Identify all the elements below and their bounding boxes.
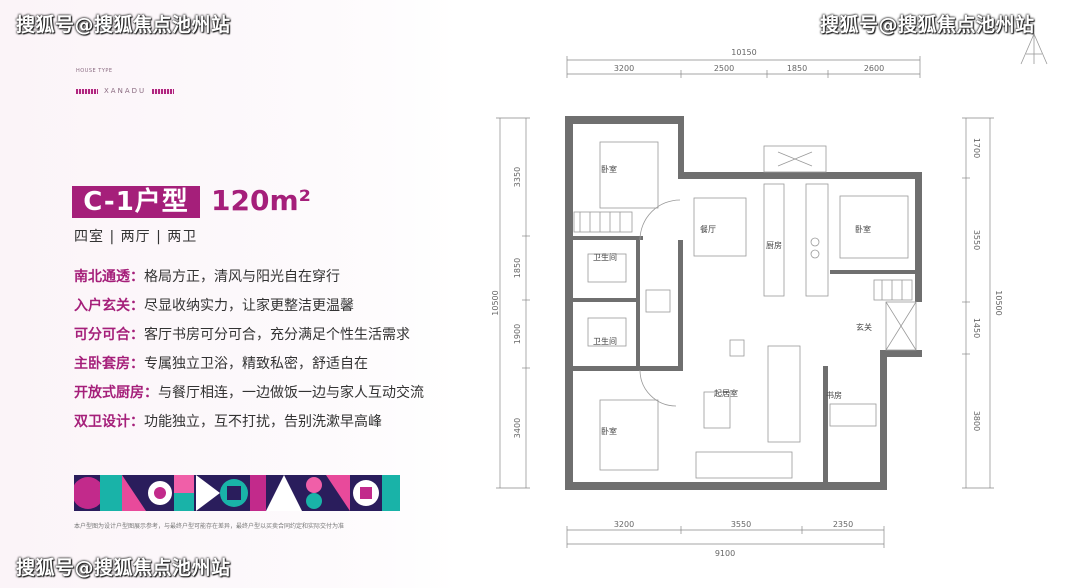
dim-top-segment: 2500: [714, 64, 734, 73]
unit-type-label: C-1户型: [72, 186, 200, 218]
room-label-kitchen: 厨房: [766, 240, 782, 250]
feature-text: 尽显收纳实力，让家更整洁更温馨: [144, 298, 354, 314]
unit-area: 120m²: [211, 184, 311, 217]
dim-bottom-segment: 3550: [731, 520, 751, 529]
dim-bottom-segment: 3200: [614, 520, 634, 529]
dim-left-total: 10500: [491, 290, 500, 315]
brand-row: XANADU: [76, 86, 175, 96]
dim-left-segment: 3400: [513, 418, 522, 438]
room-label-bedroom: 卧室: [855, 224, 871, 234]
feature-key: 入户玄关：: [74, 298, 144, 314]
feature-item: 主卧套房：专属独立卫浴，精致私密，舒适自在: [74, 353, 424, 382]
room-label-bathroom: 卫生间: [593, 252, 617, 262]
feature-text: 功能独立，互不打扰，告别洗漱早高峰: [144, 414, 382, 430]
room-label-study: 书房: [826, 390, 842, 400]
dim-top-segment: 1850: [787, 64, 807, 73]
room-label-living: 起居室: [714, 388, 738, 398]
feature-item: 开放式厨房：与餐厅相连，一边做饭一边与家人互动交流: [74, 382, 424, 411]
disclaimer-text: 本户型图为设计户型图展示参考，与最终户型可能存在差异，最终户型以买卖合同约定和实…: [74, 523, 345, 530]
dim-bottom-segment: 2350: [833, 520, 853, 529]
dim-right-segment: 1450: [972, 318, 981, 338]
room-label-bedroom: 卧室: [601, 164, 617, 174]
watermark-bottom-left: 搜狐号@搜狐焦点池州站: [16, 557, 231, 579]
dim-right-total: 10500: [994, 290, 1003, 315]
feature-key: 南北通透：: [74, 269, 144, 285]
brand-bar-right: [152, 88, 175, 94]
feature-key: 主卧套房：: [74, 356, 144, 372]
feature-item: 南北通透：格局方正，清风与阳光自在穿行: [74, 266, 424, 295]
dim-bottom-total: 9100: [715, 549, 735, 558]
dim-left-segment: 1900: [513, 324, 522, 344]
feature-key: 双卫设计：: [74, 414, 144, 430]
feature-list: 南北通透：格局方正，清风与阳光自在穿行 入户玄关：尽显收纳实力，让家更整洁更温馨…: [74, 266, 424, 440]
feature-text: 专属独立卫浴，精致私密，舒适自在: [144, 356, 368, 372]
feature-text: 格局方正，清风与阳光自在穿行: [144, 269, 340, 285]
brand-name: XANADU: [104, 87, 147, 95]
room-label-entrance: 玄关: [856, 322, 872, 332]
feature-key: 开放式厨房：: [74, 385, 158, 401]
feature-item: 入户玄关：尽显收纳实力，让家更整洁更温馨: [74, 295, 424, 324]
feature-item: 双卫设计：功能独立，互不打扰，告别洗漱早高峰: [74, 411, 424, 440]
feature-text: 与餐厅相连，一边做饭一边与家人互动交流: [158, 385, 424, 401]
dim-top-total: 10150: [731, 48, 756, 57]
dim-left-segment: 1850: [513, 258, 522, 278]
dim-right-segment: 1700: [972, 138, 981, 158]
feature-text: 客厅书房可分可合，充分满足个性生活需求: [144, 327, 410, 343]
dim-right-segment: 3800: [972, 411, 981, 431]
watermark-top-left: 搜狐号@搜狐焦点池州站: [16, 14, 231, 36]
unit-room-summary: 四室 | 两厅 | 两卫: [74, 229, 198, 245]
watermark-top-right: 搜狐号@搜狐焦点池州站: [820, 14, 1035, 36]
room-label-dining: 餐厅: [700, 225, 716, 234]
room-label-bedroom: 卧室: [601, 426, 617, 436]
dim-top-segment: 3200: [614, 64, 634, 73]
dim-top-segment: 2600: [864, 64, 884, 73]
dim-left-segment: 3350: [513, 167, 522, 187]
decorative-pattern-strip: [74, 475, 400, 511]
feature-item: 可分可合：客厅书房可分可合，充分满足个性生活需求: [74, 324, 424, 353]
feature-key: 可分可合：: [74, 327, 144, 343]
brand-bar-left: [76, 88, 98, 94]
dim-right-segment: 3550: [972, 230, 981, 250]
room-label-bathroom: 卫生间: [593, 336, 617, 346]
brand-caption: HOUSE TYPE: [76, 68, 113, 74]
compass-icon: [1020, 32, 1048, 65]
